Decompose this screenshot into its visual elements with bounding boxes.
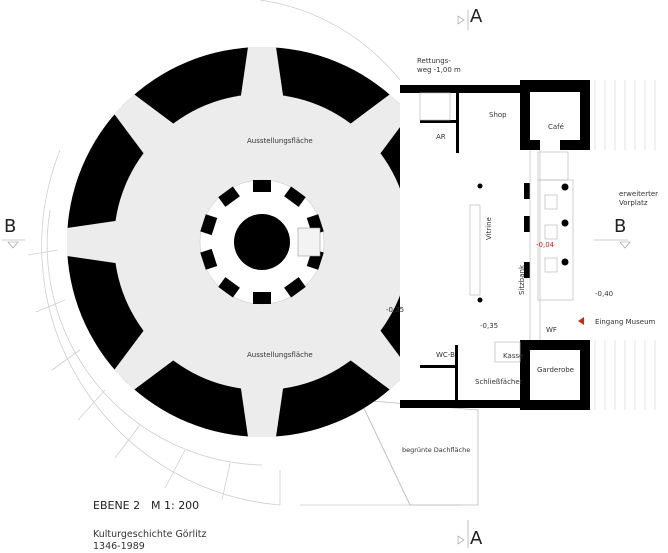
label-bench: Sitzbank (518, 264, 526, 295)
inner-core (199, 179, 325, 305)
level-forecourt: -0,40 (595, 290, 614, 298)
label-wc: WC-B (436, 351, 455, 359)
level-foyer: -0,35 (480, 322, 499, 330)
project-years: 1346-1989 (93, 541, 145, 552)
label-lockers: Schließfächer (475, 378, 523, 386)
section-lines (2, 10, 631, 548)
label-cafe: Café (548, 123, 564, 131)
section-b-left: B (4, 216, 17, 237)
section-a-bottom: A (470, 528, 483, 549)
label-vitrine: Vitrine (485, 217, 493, 240)
section-b-right: B (614, 216, 627, 237)
level-cafe: -0,04 (536, 241, 555, 249)
label-exhibition-top: Ausstellungsfläche (247, 137, 313, 145)
level-exhibition: -0,35 (386, 306, 405, 314)
label-forecourt-1: erweiterter (619, 190, 659, 198)
entrance-arrow-icon (578, 317, 584, 325)
label-cloakroom: Garderobe (537, 366, 574, 374)
project-title: Kulturgeschichte Görlitz (93, 529, 207, 540)
label-entrance: Eingang Museum (595, 318, 656, 326)
annex-building (400, 80, 590, 410)
label-ar: AR (436, 133, 446, 141)
exterior-steps (594, 80, 656, 410)
label-escape-route-2: weg -1,00 m (417, 66, 461, 74)
label-shop: Shop (489, 111, 507, 119)
label-forecourt-2: Vorplatz (619, 199, 648, 207)
label-exhibition-bottom: Ausstellungsfläche (247, 351, 313, 359)
section-a-top: A (470, 6, 483, 27)
label-escape-route-1: Rettungs- (417, 57, 451, 65)
plan-scale: M 1: 200 (151, 499, 200, 512)
label-green-roof: begrünte Dachfläche (402, 446, 471, 454)
label-wf: WF (546, 326, 557, 334)
plan-level: EBENE 2 (93, 499, 141, 512)
label-cashier: Kasse (503, 352, 524, 360)
